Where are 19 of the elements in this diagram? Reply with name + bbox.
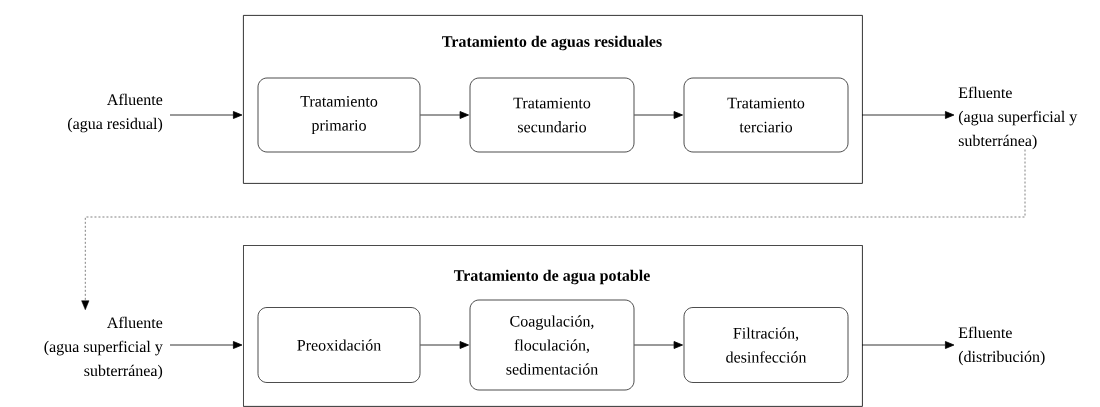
arrow — [633, 341, 683, 349]
flow-label: Afluente (agua residual) — [68, 93, 163, 133]
arrow — [633, 111, 683, 119]
flow-label: Efluente (agua superficial y subterránea) — [958, 86, 1078, 150]
process-box: Tratamiento terciario — [683, 77, 849, 153]
process-box: Coagulación, floculación, sedimentación — [469, 299, 635, 391]
process-box: Preoxidación — [257, 307, 421, 383]
arrow — [861, 111, 955, 119]
process-box: Filtración, desinfección — [683, 307, 849, 383]
arrow — [419, 341, 469, 349]
process-box: Tratamiento secundario — [469, 77, 635, 153]
arrow — [861, 341, 955, 349]
process-box: Tratamiento primario — [257, 77, 421, 153]
arrow — [81, 149, 1026, 311]
arrow — [169, 111, 243, 119]
flow-label: Efluente (distribución) — [958, 326, 1045, 366]
arrow — [169, 341, 243, 349]
flow-label: Afluente (agua superficial y subterránea) — [44, 316, 163, 380]
arrow — [419, 111, 469, 119]
